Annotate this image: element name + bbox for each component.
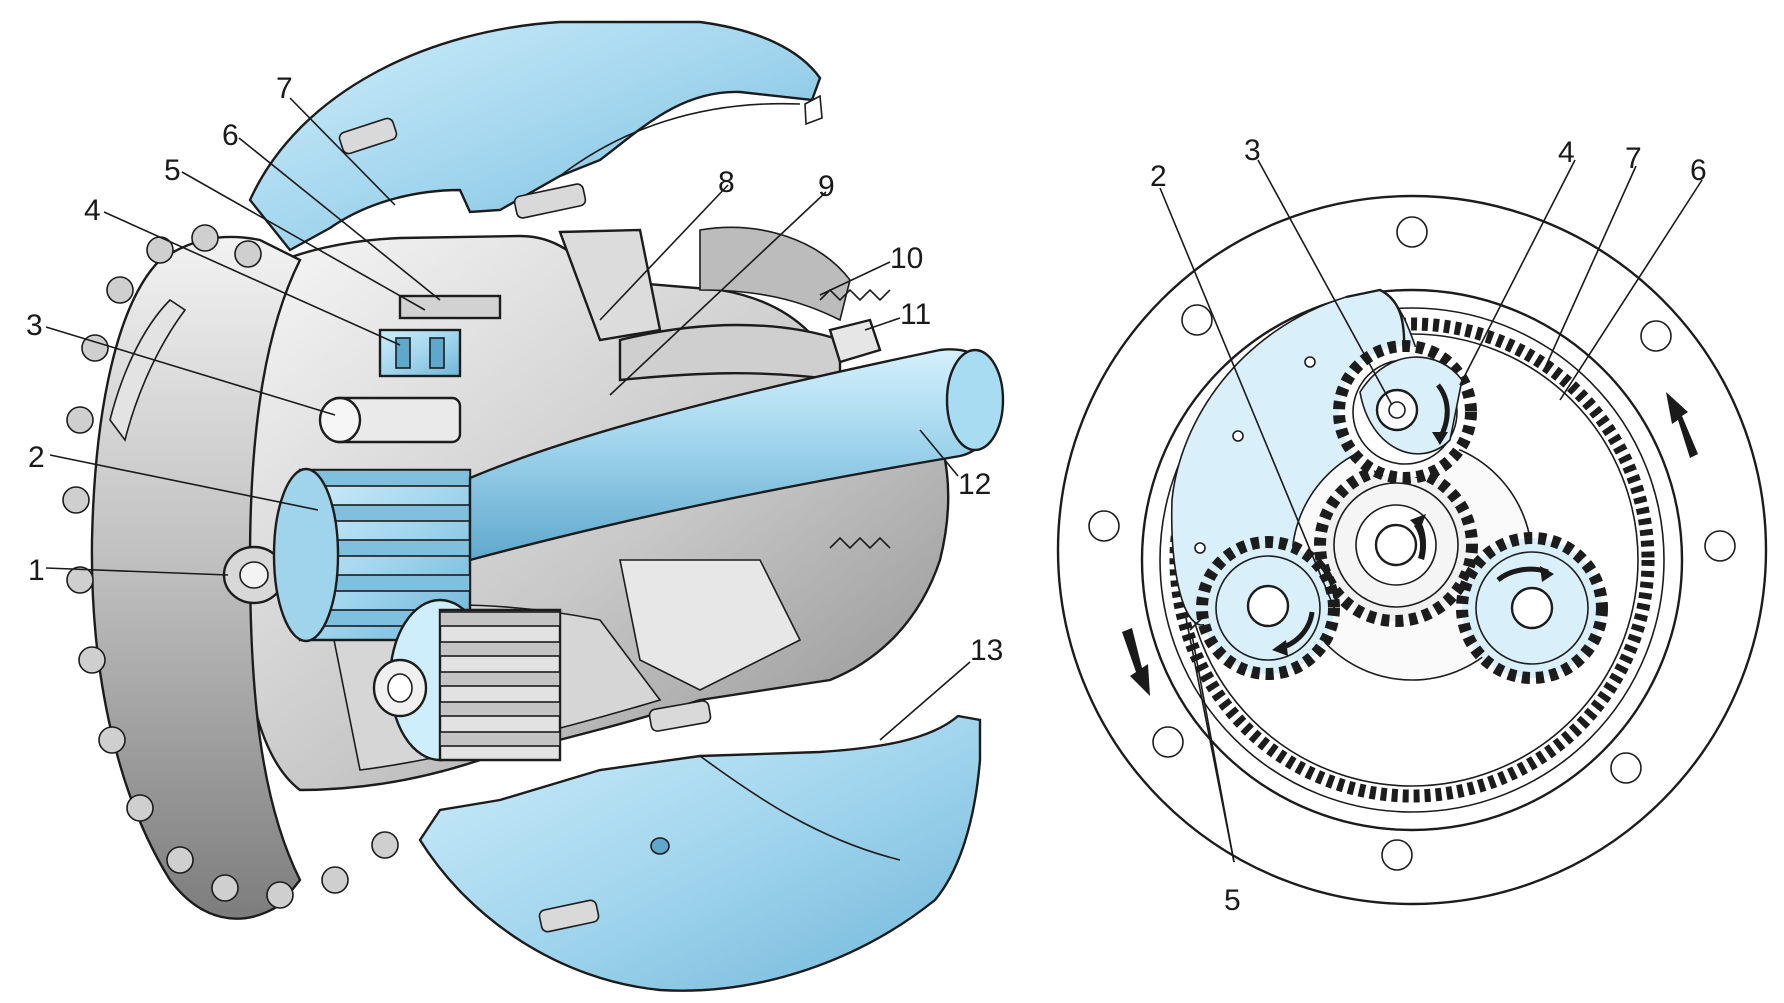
- spring-upper: [819, 288, 891, 550]
- right-leaders: [1159, 159, 1703, 863]
- label-7: 7: [276, 72, 293, 105]
- inner-hub: [558, 226, 851, 382]
- label-3: 3: [26, 309, 43, 342]
- label-r4: 4: [1558, 136, 1575, 169]
- left-label-layer: 1 2 3 4 5 6 7 8 9 10 11 12 13: [26, 72, 1003, 667]
- label-13: 13: [970, 634, 1003, 667]
- label-r5: 5: [1224, 884, 1241, 917]
- flange-studs: [338, 117, 712, 933]
- axle-shaft: [468, 348, 1005, 562]
- left-leaders: [45, 97, 971, 741]
- center-nut: [222, 545, 286, 605]
- label-4: 4: [84, 194, 101, 227]
- seal: [828, 318, 882, 364]
- label-8: 8: [718, 166, 735, 199]
- upper-race: [398, 294, 502, 320]
- rotation-arrows: [1122, 392, 1698, 696]
- planet-gear-top: [1333, 340, 1477, 484]
- hub-flange: [62, 117, 712, 933]
- label-r2: 2: [1150, 160, 1167, 193]
- brake-drum-upper: [248, 20, 823, 252]
- label-11: 11: [900, 298, 931, 331]
- arrow-up-icon: [1666, 392, 1698, 458]
- sun-gear: [272, 467, 472, 643]
- flange-bolts: [62, 224, 399, 909]
- right-label-layer: 2 3 4 7 6 5: [1150, 134, 1707, 917]
- label-10: 10: [890, 242, 923, 275]
- planet-gear-lower: [372, 598, 562, 762]
- planet-gear-right: [1456, 532, 1608, 684]
- label-1: 1: [28, 554, 45, 587]
- arrow-down-icon: [1122, 628, 1150, 696]
- label-5: 5: [164, 154, 181, 187]
- planet-pin-upper: [318, 396, 462, 444]
- label-12: 12: [958, 468, 991, 501]
- sun-arrow-icon: [1410, 514, 1427, 560]
- label-r6: 6: [1690, 154, 1707, 187]
- label-2: 2: [28, 441, 45, 474]
- label-r7: 7: [1625, 142, 1642, 175]
- label-9: 9: [818, 170, 835, 203]
- label-6: 6: [222, 119, 239, 152]
- label-r3: 3: [1244, 134, 1261, 167]
- flange-holes: [1088, 216, 1736, 871]
- carrier-bolts: [1194, 356, 1316, 554]
- planet-gear-left: [1196, 536, 1340, 680]
